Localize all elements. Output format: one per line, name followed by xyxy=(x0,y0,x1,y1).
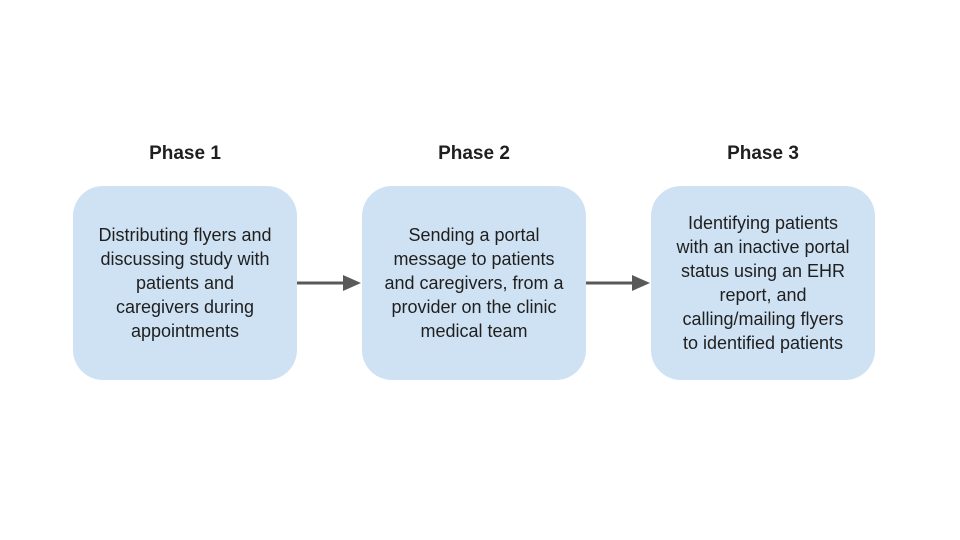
phase-1-line: appointments xyxy=(130,321,240,341)
phase-1-line: caregivers during xyxy=(115,297,255,317)
phase-2-line: message to patients xyxy=(393,249,555,269)
phase-3-line: Identifying patients xyxy=(687,213,839,233)
phase-2-line: and caregivers, from a xyxy=(384,273,564,293)
phase-2-description: Sending a portal message to patients and… xyxy=(384,223,563,343)
phase-3-description: Identifying patients with an inactive po… xyxy=(676,211,849,355)
phase-3-line: to identified patients xyxy=(682,333,844,353)
phase-2-box: Sending a portal message to patients and… xyxy=(362,186,586,380)
phase-1-description: Distributing flyers and discussing study… xyxy=(98,223,271,343)
phase-1-box: Distributing flyers and discussing study… xyxy=(73,186,297,380)
phase-3: Phase 3 Identifying patients with an ina… xyxy=(651,140,875,380)
phase-3-line: status using an EHR xyxy=(680,261,846,281)
phase-2-line: Sending a portal xyxy=(408,225,540,245)
phase-3-line: with an inactive portal xyxy=(676,237,850,257)
phase-2-line: provider on the clinic xyxy=(391,297,557,317)
phase-1: Phase 1 Distributing flyers and discussi… xyxy=(73,140,297,380)
phase-3-line: report, and xyxy=(719,285,807,305)
arrow-right-icon xyxy=(297,275,361,291)
phase-2: Phase 2 Sending a portal message to pati… xyxy=(362,140,586,380)
arrow-right-icon xyxy=(586,275,650,291)
phase-1-line: discussing study with xyxy=(100,249,270,269)
phase-3-box: Identifying patients with an inactive po… xyxy=(651,186,875,380)
phase-1-line: Distributing flyers and xyxy=(98,225,272,245)
phase-1-title: Phase 1 xyxy=(149,143,221,164)
phase-3-title: Phase 3 xyxy=(727,143,799,164)
phase-2-title: Phase 2 xyxy=(438,143,510,164)
phase-3-line: calling/mailing flyers xyxy=(682,309,844,329)
phase-2-line: medical team xyxy=(420,321,528,341)
phase-1-line: patients and xyxy=(135,273,235,293)
